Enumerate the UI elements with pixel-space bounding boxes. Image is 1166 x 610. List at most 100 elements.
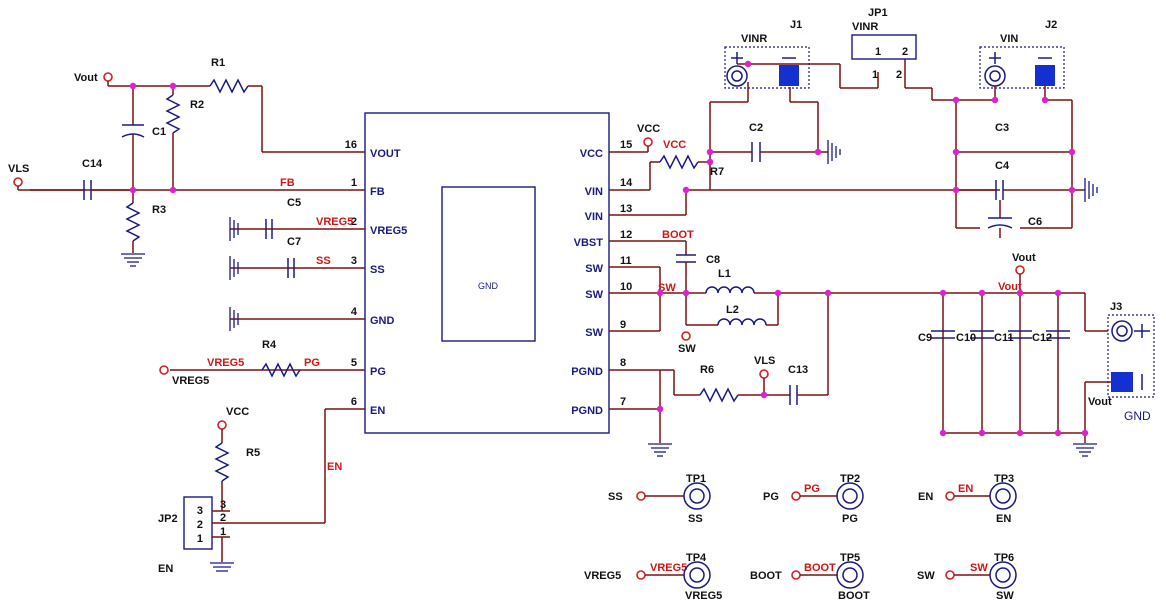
pin-name-pg: PG	[370, 366, 386, 378]
ground-icon	[229, 256, 239, 280]
r4-label: R4	[262, 339, 277, 351]
vcc-red-label: VCC	[663, 139, 686, 151]
tp6-bottom: SW	[996, 590, 1014, 602]
pin-num-5: 5	[351, 357, 357, 369]
l2-label: L2	[726, 304, 739, 316]
tp4[interactable]: VREG5 VREG5 TP4 VREG5	[584, 552, 722, 602]
jp2-pin2: 2	[197, 519, 203, 531]
tp6-red-label: SW	[970, 562, 988, 574]
c9-label: C9	[918, 332, 932, 344]
tp4-red-label: VREG5	[650, 562, 687, 574]
jp2-pin3: 3	[197, 505, 203, 517]
j1-net-label: VINR	[741, 33, 767, 45]
ground-icon	[229, 307, 239, 331]
pin-name-pgnd-8: PGND	[571, 366, 603, 378]
tp1-bottom: SS	[688, 513, 703, 525]
tp3[interactable]: EN EN TP3 EN	[918, 473, 1017, 525]
j1-minus-pad	[779, 65, 799, 86]
j3-vout-label: Vout	[1088, 396, 1112, 408]
c12-label: C12	[1032, 332, 1052, 344]
jp2-side-1: 1	[220, 526, 226, 538]
r4-resistor	[261, 362, 301, 378]
tp5[interactable]: BOOT BOOT TP5 BOOT	[750, 552, 870, 602]
l2-inductor	[717, 318, 767, 326]
fb-net-label: FB	[280, 177, 295, 189]
ic-block: GND	[364, 112, 610, 434]
tp2-red-label: PG	[804, 483, 820, 495]
pin-num-1: 1	[351, 177, 357, 189]
pin-name-gnd: GND	[370, 315, 395, 327]
jp1-header	[851, 34, 917, 60]
pin-num-3: 3	[351, 255, 357, 267]
sw-probe-terminal	[681, 331, 691, 341]
feedback-network: Vout R1 C1 R2 R3 VLS	[8, 57, 295, 267]
c7-label: C7	[287, 236, 301, 248]
r3-label: R3	[152, 204, 166, 216]
pin-name-vbst: VBST	[574, 237, 604, 249]
l1-inductor	[705, 286, 755, 294]
pin-name-fb: FB	[370, 186, 385, 198]
vout-right-label: Vout	[1012, 252, 1036, 264]
pin-name-vreg5: VREG5	[370, 225, 407, 237]
tp1[interactable]: SS TP1 SS	[608, 473, 711, 525]
tp4-id: TP4	[686, 552, 707, 564]
jp1-pin1: 1	[875, 46, 881, 58]
c1-label: C1	[152, 126, 166, 138]
tp5-bottom: BOOT	[838, 590, 870, 602]
j2-label: J2	[1045, 19, 1057, 31]
tp1-left-label: SS	[608, 491, 623, 503]
j1-connector	[724, 46, 810, 89]
ground-icon	[1084, 178, 1098, 202]
tp2-left-label: PG	[763, 491, 779, 503]
r1-resistor	[209, 78, 249, 94]
pg-net-label: PG	[304, 357, 320, 369]
r5-label: R5	[246, 447, 260, 459]
r6-label: R6	[700, 364, 714, 376]
vcc-top-label: VCC	[637, 123, 660, 135]
pin-name-ss: SS	[370, 264, 385, 276]
vls-left-label: VLS	[8, 163, 29, 175]
c13-label: C13	[788, 364, 808, 376]
jp2-side-2: 2	[220, 512, 226, 524]
vout-right-terminal	[1015, 265, 1025, 275]
ground-icon	[827, 140, 841, 164]
tp4-bottom: VREG5	[685, 590, 722, 602]
pin-name-pgnd-7: PGND	[571, 405, 603, 417]
pin-name-vcc: VCC	[580, 148, 603, 160]
ss-net-label: SS	[316, 255, 331, 267]
output-network: BOOT C8 SW L1 L2 SW R6 C13	[648, 229, 1155, 457]
tp3-bottom: EN	[996, 513, 1011, 525]
j2-net-label: VIN	[1000, 33, 1018, 45]
jp1-label: JP1	[868, 7, 888, 19]
r2-label: R2	[190, 99, 204, 111]
vls-r6-terminal	[759, 369, 769, 379]
tp2[interactable]: PG PG TP2 PG	[763, 473, 864, 525]
sw-probe-label: SW	[678, 343, 696, 355]
vout-terminal	[103, 72, 113, 82]
pin-name-sw-11: SW	[585, 263, 603, 275]
tp5-id: TP5	[840, 552, 860, 564]
c3-label: C3	[995, 122, 1009, 134]
tp6[interactable]: SW SW TP6 SW	[917, 552, 1017, 602]
tp1-id: TP1	[686, 473, 706, 485]
pin-num-11: 11	[620, 255, 632, 267]
c4-label: C4	[995, 160, 1010, 172]
ground-icon	[648, 443, 672, 457]
ground-icon	[210, 562, 234, 572]
sw-net-label: SW	[658, 282, 676, 294]
tp5-red-label: BOOT	[804, 562, 836, 574]
j2-connector	[979, 46, 1065, 89]
jp2-side-3: 3	[220, 499, 226, 511]
tp3-left-label: EN	[918, 491, 933, 503]
c14-label: C14	[82, 158, 103, 170]
pin-num-8: 8	[620, 357, 626, 369]
pin-name-sw-10: SW	[585, 289, 603, 301]
c2-label: C2	[749, 122, 763, 134]
jp1-side-1: 1	[872, 69, 878, 81]
testpoints: SS TP1 SS PG PG TP2 PG EN EN TP3 EN	[584, 473, 1017, 602]
boot-net-label: BOOT	[662, 229, 694, 241]
tp4-left-label: VREG5	[584, 570, 621, 582]
c10-label: C10	[956, 332, 976, 344]
pin-num-16: 16	[345, 139, 357, 151]
jp1-net-label: VINR	[852, 21, 878, 33]
